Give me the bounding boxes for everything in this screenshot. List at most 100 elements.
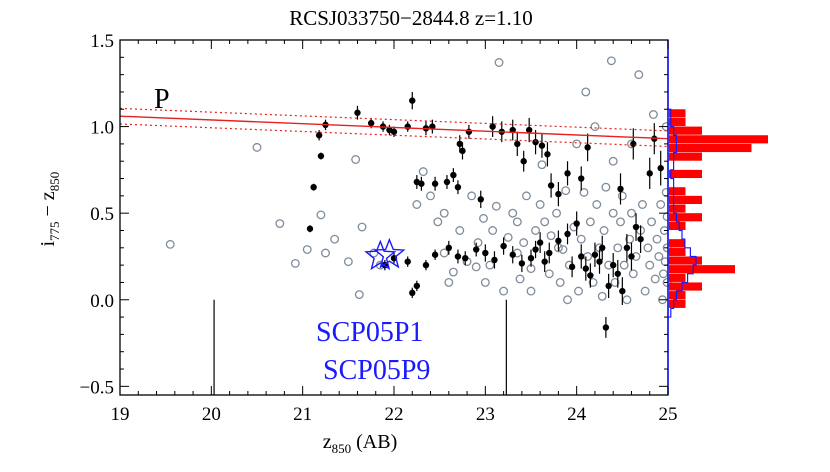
- field-galaxy-point: [555, 277, 565, 287]
- field-galaxy-point: [165, 239, 175, 249]
- y-tick-label: 1.0: [90, 118, 114, 139]
- field-galaxy-point: [637, 200, 647, 209]
- field-galaxy-point: [572, 139, 582, 149]
- member-galaxy-point: [465, 128, 473, 135]
- field-galaxy-point: [590, 122, 600, 132]
- member-histogram-bar: [669, 256, 702, 265]
- field-galaxy-point: [661, 187, 671, 197]
- member-galaxy-point: [532, 246, 539, 253]
- field-galaxy-point: [537, 160, 547, 170]
- field-galaxy-point: [640, 286, 650, 296]
- member-galaxy-point: [573, 220, 580, 227]
- member-galaxy-point: [310, 183, 317, 191]
- y-tick-label: −0.5: [80, 377, 114, 398]
- field-galaxy-point: [628, 269, 638, 279]
- member-galaxy-point: [404, 123, 411, 130]
- y-tick-label: 0.0: [90, 291, 114, 312]
- member-galaxy-point: [500, 242, 507, 250]
- field-galaxy-point: [585, 217, 595, 227]
- member-galaxy-point: [617, 185, 624, 193]
- member-galaxy-point: [564, 170, 571, 177]
- member-histogram-bar: [669, 143, 752, 153]
- member-histogram-bar: [669, 265, 735, 274]
- member-galaxy-point: [456, 140, 463, 148]
- member-galaxy-point: [657, 164, 664, 172]
- field-galaxy-point: [485, 260, 495, 270]
- field-galaxy-point: [546, 231, 556, 241]
- field-galaxy-point: [650, 274, 660, 284]
- field-galaxy-point: [515, 274, 525, 284]
- member-galaxy-point: [482, 249, 489, 257]
- member-galaxy-point: [630, 140, 637, 148]
- field-galaxy-point: [561, 186, 571, 196]
- chart-title: RCSJ033750−2844.8 z=1.10: [289, 6, 533, 30]
- field-galaxy-point: [608, 156, 618, 166]
- member-galaxy-point: [315, 132, 323, 139]
- member-galaxy-point: [536, 239, 544, 246]
- supernova-host-star-icon: [373, 237, 406, 269]
- member-galaxy-point: [454, 183, 462, 191]
- field-galaxy-point: [574, 286, 583, 296]
- field-galaxy-point: [357, 222, 367, 232]
- member-galaxy-point: [462, 254, 469, 262]
- x-tick-label: 24: [567, 404, 587, 425]
- field-galaxy-point: [330, 234, 340, 244]
- histogram-layer: [668, 108, 768, 318]
- member-galaxy-point: [473, 246, 480, 253]
- member-galaxy-point: [518, 260, 526, 267]
- member-galaxy-point: [514, 140, 521, 148]
- member-galaxy-point: [610, 261, 617, 269]
- field-galaxy-point: [494, 58, 504, 67]
- member-galaxy-point: [623, 244, 631, 252]
- member-galaxy-point: [367, 119, 375, 127]
- field-galaxy-point: [526, 286, 536, 296]
- member-histogram-bar: [669, 117, 686, 127]
- member-galaxy-point: [443, 178, 451, 186]
- red-sequence-fit: [119, 115, 669, 140]
- member-histogram-bar: [669, 169, 702, 179]
- x-tick-label: 22: [385, 404, 404, 425]
- member-galaxy-point: [587, 272, 594, 279]
- x-axis-label-sub: 850: [332, 441, 352, 456]
- member-histogram-bar: [669, 291, 686, 300]
- all-galaxy-histogram: [668, 108, 697, 318]
- member-galaxy-point: [509, 251, 516, 258]
- field-galaxy-point: [581, 87, 591, 97]
- field-galaxy-point: [519, 238, 529, 248]
- field-galaxy-point: [499, 286, 509, 296]
- member-galaxy-point: [582, 265, 589, 272]
- member-galaxy-point: [564, 230, 571, 238]
- field-galaxy-point: [433, 217, 443, 227]
- field-galaxy-point: [535, 200, 545, 209]
- field-galaxy-point: [558, 245, 568, 254]
- field-galaxy-point: [540, 217, 550, 227]
- member-galaxy-point: [429, 123, 436, 130]
- field-galaxy-point: [643, 243, 653, 253]
- member-galaxy-point: [555, 190, 562, 198]
- field-galaxy-point: [576, 234, 586, 244]
- field-galaxy-point: [627, 208, 636, 218]
- field-galaxy-point: [491, 201, 501, 211]
- member-galaxy-point: [418, 180, 425, 187]
- field-galaxy-point: [354, 290, 364, 300]
- x-axis-label-suffix: (AB): [351, 431, 397, 453]
- member-histogram-bar: [669, 273, 686, 282]
- field-galaxy-point: [290, 258, 300, 268]
- field-galaxy-point: [252, 142, 262, 152]
- red-sequence-layer: [119, 107, 669, 148]
- field-galaxy-point: [579, 187, 589, 197]
- member-galaxy-point: [628, 253, 635, 260]
- field-galaxy-point: [622, 295, 632, 305]
- field-galaxy-point: [617, 191, 627, 201]
- x-tick-label: 23: [476, 404, 495, 425]
- field-galaxy-point: [588, 277, 598, 287]
- spacer: [0, 0, 120, 386]
- field-galaxy-point: [654, 252, 664, 261]
- member-galaxy-point: [614, 270, 621, 277]
- member-galaxy-point: [547, 182, 555, 189]
- field-galaxy-point: [412, 200, 422, 209]
- field-galaxy-point: [480, 277, 490, 287]
- member-galaxy-point: [450, 171, 457, 179]
